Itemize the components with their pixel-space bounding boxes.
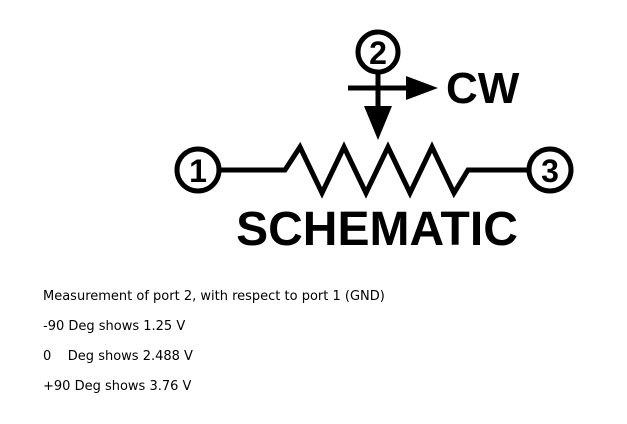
port-3-terminal: 3 [526, 146, 574, 194]
wiper-arrow-icon [364, 106, 392, 140]
cw-direction-arrow-icon [348, 76, 438, 100]
note-line: +90 Deg shows 3.76 V [43, 379, 192, 394]
note-line: 0 Deg shows 2.488 V [43, 349, 193, 364]
port-1-terminal: 1 [174, 146, 222, 194]
port-2-label: 2 [369, 35, 387, 71]
note-line: Measurement of port 2, with respect to p… [43, 289, 385, 304]
cw-label: CW [446, 64, 520, 113]
resistor-zigzag [219, 141, 529, 199]
measurement-notes: Measurement of port 2, with respect to p… [43, 289, 603, 409]
schematic-title: SCHEMATIC [236, 203, 518, 256]
potentiometer-schematic: 2 CW 1 3 SCHEMATIC [174, 29, 574, 256]
port-2-terminal: 2 [355, 29, 401, 75]
port-1-label: 1 [189, 153, 207, 189]
port-3-label: 3 [541, 153, 559, 189]
note-line: -90 Deg shows 1.25 V [43, 319, 186, 334]
